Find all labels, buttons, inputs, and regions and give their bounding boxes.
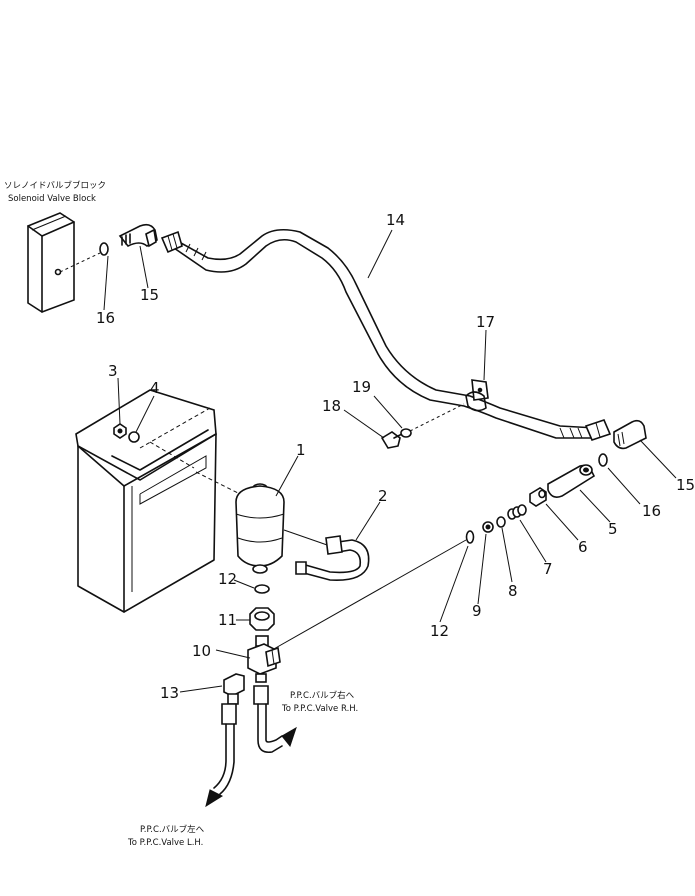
- seat-9: [482, 521, 494, 533]
- o-ring-16-right: [598, 453, 608, 467]
- callout-10: 10: [192, 642, 211, 660]
- callout-17: 17: [476, 313, 495, 331]
- accumulator-1: [235, 483, 331, 574]
- callout-numbers: 1 2 3 4 5 6 7 8 9 10 11 12 12 13 14 15 1…: [96, 211, 695, 702]
- hose-2: [295, 535, 370, 582]
- tank: [75, 389, 245, 613]
- callout-15-top: 15: [140, 286, 159, 304]
- callout-16-right: 16: [642, 502, 661, 520]
- pipe-14: [160, 228, 612, 441]
- tee-10: [247, 635, 281, 683]
- sleeve-5: [547, 464, 596, 498]
- callout-13: 13: [160, 684, 179, 702]
- o-ring-12-lower: [254, 584, 270, 594]
- o-ring-16-top: [99, 242, 109, 256]
- callout-18: 18: [322, 397, 341, 415]
- callout-12-left: 12: [218, 570, 237, 588]
- note-solenoid-en: Solenoid Valve Block: [8, 194, 96, 204]
- callout-4: 4: [150, 379, 160, 397]
- nut-11: [249, 607, 275, 631]
- elbow-13: [223, 673, 245, 705]
- solenoid-valve-block: [27, 212, 101, 313]
- clamp-17: [465, 379, 489, 412]
- callout-11: 11: [218, 611, 237, 629]
- callout-8: 8: [508, 582, 518, 600]
- note-ppc-rh-jp: P.P.C.バルブ右へ: [290, 690, 355, 701]
- callout-5: 5: [608, 520, 618, 538]
- callout-7: 7: [543, 560, 553, 578]
- callout-19: 19: [352, 378, 371, 396]
- callout-15-right: 15: [676, 476, 695, 494]
- callout-12-right: 12: [430, 622, 449, 640]
- callout-14: 14: [386, 211, 405, 229]
- hose-to-ppc-lh: [205, 703, 237, 808]
- o-ring-12-right: [465, 530, 475, 544]
- callout-2: 2: [378, 487, 388, 505]
- nut-3: [113, 423, 127, 439]
- spring-7: [507, 504, 527, 520]
- washer-4: [128, 431, 140, 443]
- callout-3: 3: [108, 362, 118, 380]
- bolt-18: [380, 431, 403, 449]
- hose-to-ppc-rh: [253, 685, 297, 754]
- callout-9: 9: [472, 602, 482, 620]
- washer-19: [400, 428, 412, 438]
- note-ppc-rh-en: To P.P.C.Valve R.H.: [281, 704, 358, 714]
- note-ppc-lh-en: To P.P.C.Valve L.H.: [127, 838, 203, 848]
- callout-6: 6: [578, 538, 588, 556]
- fitting-6: [529, 487, 547, 507]
- callout-1: 1: [296, 441, 306, 459]
- note-ppc-lh-jp: P.P.C.バルブ左へ: [140, 824, 205, 835]
- elbow-15-right: [613, 419, 647, 450]
- elbow-15-top: [118, 223, 158, 248]
- notes: ソレノイドバルブブロック Solenoid Valve Block P.P.C.…: [4, 180, 358, 848]
- note-solenoid-jp: ソレノイドバルブブロック: [4, 180, 106, 191]
- leader-lines: [103, 229, 677, 693]
- ball-8: [496, 516, 506, 528]
- callout-16-top: 16: [96, 309, 115, 327]
